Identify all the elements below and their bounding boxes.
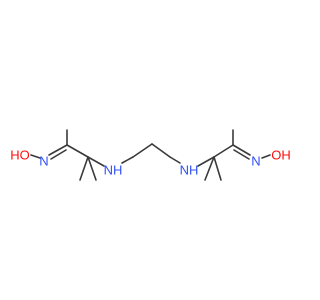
atom-label-n-right: N bbox=[251, 154, 260, 169]
atom-nh-right: NH bbox=[180, 163, 199, 178]
bond bbox=[79, 156, 89, 181]
structure-diagram: HO N NH NH N OH bbox=[10, 129, 291, 181]
atom-label-nh-left: NH bbox=[104, 163, 123, 178]
bond bbox=[87, 156, 105, 167]
atom-label-ho: HO bbox=[10, 148, 30, 163]
bond bbox=[213, 144, 234, 158]
bond bbox=[50, 149, 67, 160]
bond bbox=[213, 156, 222, 181]
bond bbox=[151, 143, 171, 158]
atom-n-right: N bbox=[251, 154, 260, 169]
bond bbox=[233, 149, 250, 160]
bond bbox=[121, 156, 134, 164]
bond bbox=[66, 144, 89, 158]
atom-oh: OH bbox=[271, 148, 291, 163]
bond bbox=[261, 154, 271, 159]
bond bbox=[30, 154, 41, 159]
atom-nh-left: NH bbox=[104, 163, 123, 178]
bond bbox=[204, 156, 215, 181]
bond bbox=[48, 144, 68, 156]
bond bbox=[132, 143, 153, 158]
atom-label-n-left: N bbox=[39, 154, 48, 169]
atom-ho: HO bbox=[10, 148, 30, 163]
bond bbox=[169, 156, 181, 164]
bond bbox=[232, 144, 251, 156]
bonds bbox=[30, 129, 271, 181]
atom-n-left: N bbox=[39, 154, 48, 169]
atom-label-nh-right: NH bbox=[180, 163, 199, 178]
bond bbox=[87, 156, 97, 181]
bond bbox=[197, 156, 215, 167]
atoms: HO N NH NH N OH bbox=[10, 148, 291, 178]
atom-label-oh: OH bbox=[271, 148, 291, 163]
